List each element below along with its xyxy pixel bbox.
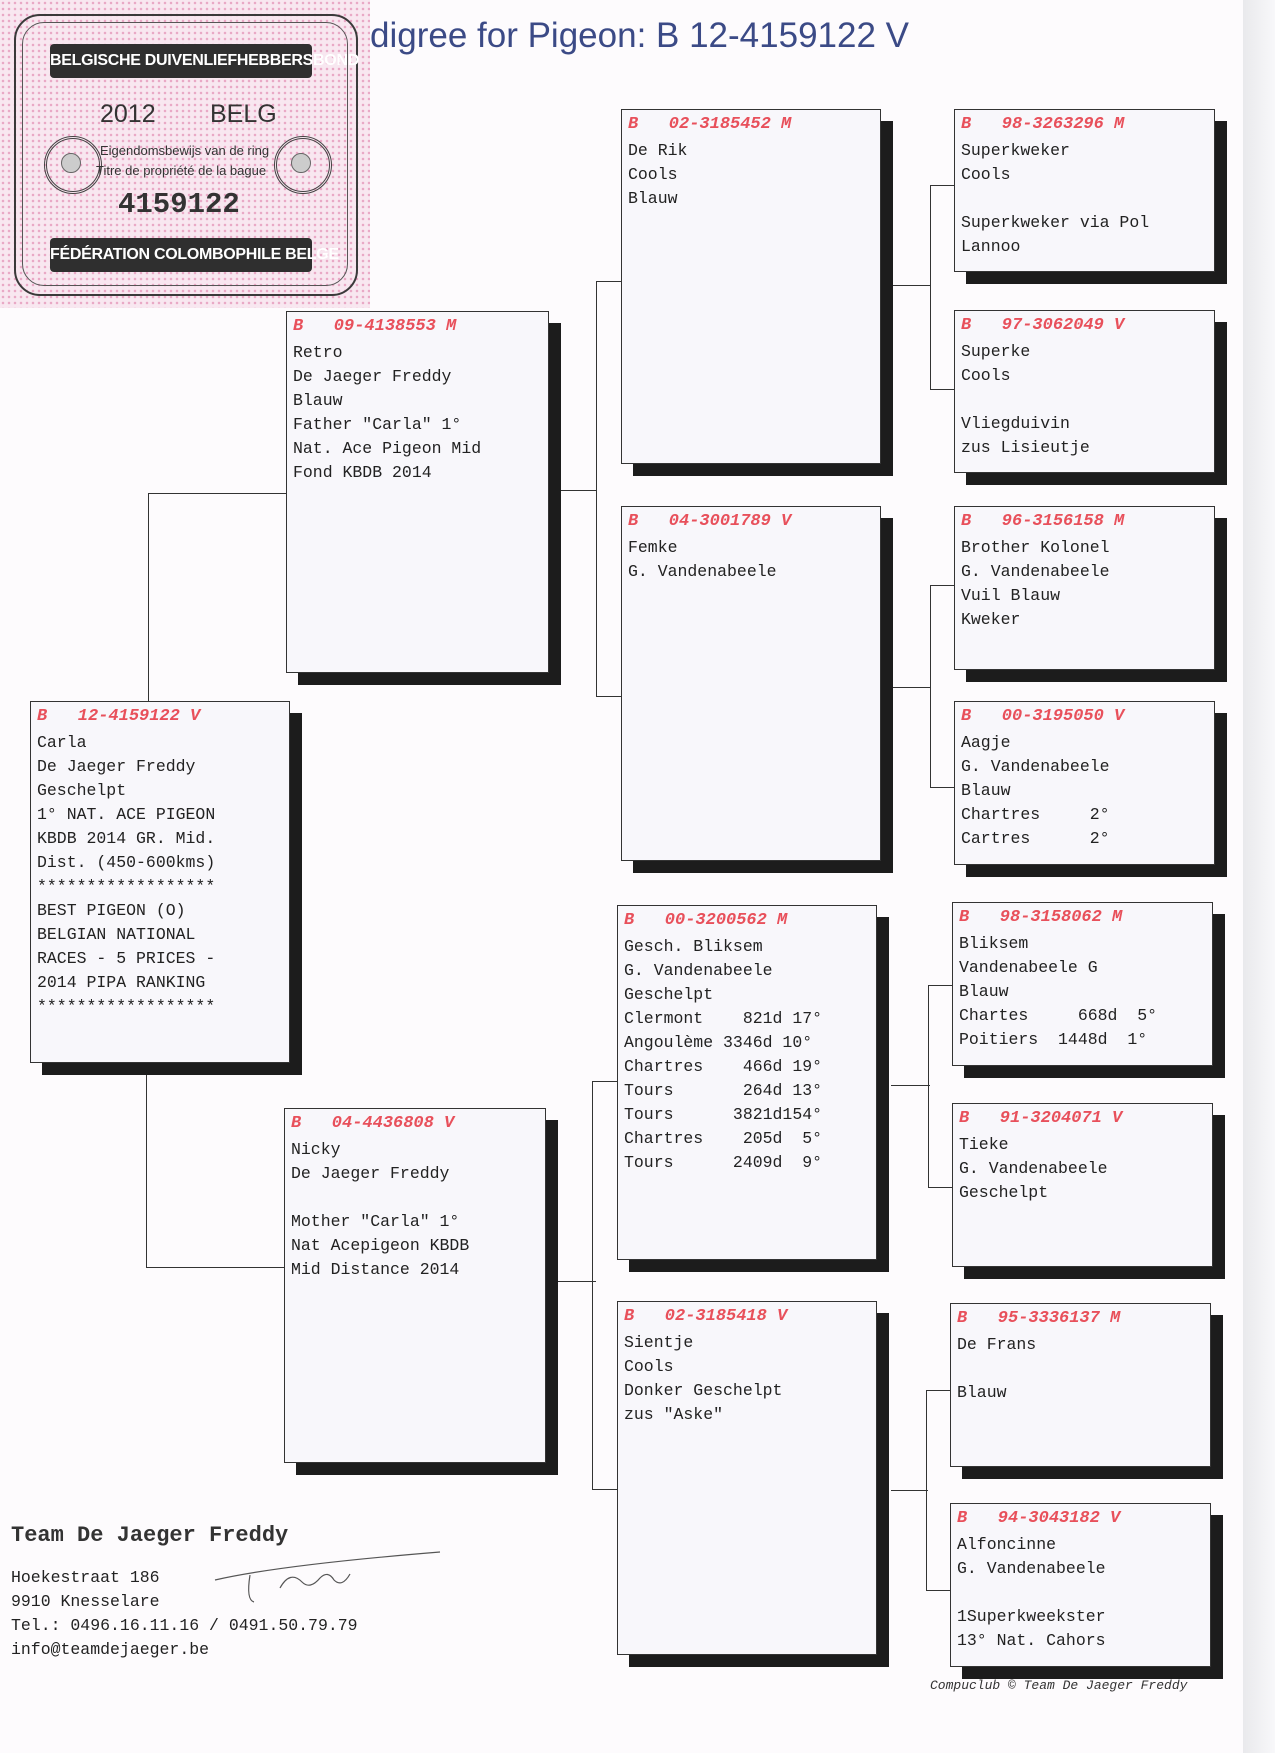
connector xyxy=(555,490,596,491)
ring-number: B 94-3043182 V xyxy=(957,1509,1121,1528)
connector xyxy=(146,1267,284,1268)
connector xyxy=(928,985,952,986)
copyright: Compuclub © Team De Jaeger Freddy xyxy=(930,1678,1188,1693)
ring-number: B 97-3062049 V xyxy=(961,316,1125,335)
connector xyxy=(930,185,954,186)
signature-icon xyxy=(214,1551,441,1603)
ring-number: B 09-4138553 M xyxy=(293,317,457,336)
card-ownership-nl: Eigendomsbewijs van de ring xyxy=(100,143,270,158)
ring-number: B 02-3185418 V xyxy=(624,1307,788,1326)
connector xyxy=(928,1187,952,1188)
emblem-right-icon xyxy=(274,136,332,194)
connector xyxy=(148,493,286,494)
owner-city: 9910 Knesselare xyxy=(11,1592,160,1611)
ring-number: B 12-4159122 V xyxy=(37,707,201,726)
connector xyxy=(148,493,149,701)
connector xyxy=(596,281,597,696)
scan-edge xyxy=(1243,0,1275,1753)
ring-number: B 95-3336137 M xyxy=(957,1309,1121,1328)
ring-number: B 00-3195050 V xyxy=(961,707,1125,726)
connector xyxy=(596,281,621,282)
card-ownership-fr: Titre de propriété de la bague xyxy=(96,163,267,178)
card-ring-number: 4159122 xyxy=(118,188,240,221)
page-title: digree for Pigeon: B 12-4159122 V xyxy=(370,16,909,55)
ring-number: B 98-3263296 M xyxy=(961,115,1125,134)
emblem-left-icon xyxy=(44,136,102,194)
card-bottom-banner: FÉDÉRATION COLOMBOPHILE BELGE xyxy=(50,238,339,272)
ring-certificate: BELGISCHE DUIVENLIEFHEBBERSBOND 2012 BEL… xyxy=(0,0,370,308)
card-top-banner: BELGISCHE DUIVENLIEFHEBBERSBOND xyxy=(50,44,359,78)
ring-number: B 98-3158062 M xyxy=(959,908,1123,927)
connector xyxy=(926,1590,950,1591)
connector xyxy=(930,585,954,586)
owner-name: Team De Jaeger Freddy xyxy=(11,1523,289,1548)
connector xyxy=(930,787,954,788)
connector xyxy=(930,185,931,389)
connector xyxy=(891,285,930,286)
connector xyxy=(146,1063,147,1267)
connector xyxy=(592,1081,593,1489)
connector xyxy=(592,1081,617,1082)
owner-phone: Tel.: 0496.16.11.16 / 0491.50.79.79 xyxy=(11,1616,358,1635)
ring-number: B 91-3204071 V xyxy=(959,1109,1123,1128)
connector xyxy=(928,985,929,1187)
connector xyxy=(926,1390,950,1391)
ring-number: B 04-3001789 V xyxy=(628,512,792,531)
connector xyxy=(596,696,621,697)
owner-email: info@teamdejaeger.be xyxy=(11,1640,210,1659)
connector xyxy=(891,687,930,688)
connector xyxy=(891,1085,930,1086)
ring-number: B 96-3156158 M xyxy=(961,512,1125,531)
ring-number: B 00-3200562 M xyxy=(624,911,788,930)
owner-street: Hoekestraat 186 xyxy=(11,1568,160,1587)
connector xyxy=(891,1490,928,1491)
connector xyxy=(592,1489,617,1490)
card-year: 2012 xyxy=(100,100,156,128)
connector xyxy=(926,1390,927,1590)
ring-number: B 04-4436808 V xyxy=(291,1114,455,1133)
card-frame-inner xyxy=(22,22,348,286)
connector xyxy=(930,389,954,390)
card-frame xyxy=(14,14,358,296)
ring-number: B 02-3185452 M xyxy=(628,115,792,134)
connector xyxy=(555,1281,596,1282)
card-country: BELG xyxy=(210,100,277,128)
connector xyxy=(930,585,931,787)
